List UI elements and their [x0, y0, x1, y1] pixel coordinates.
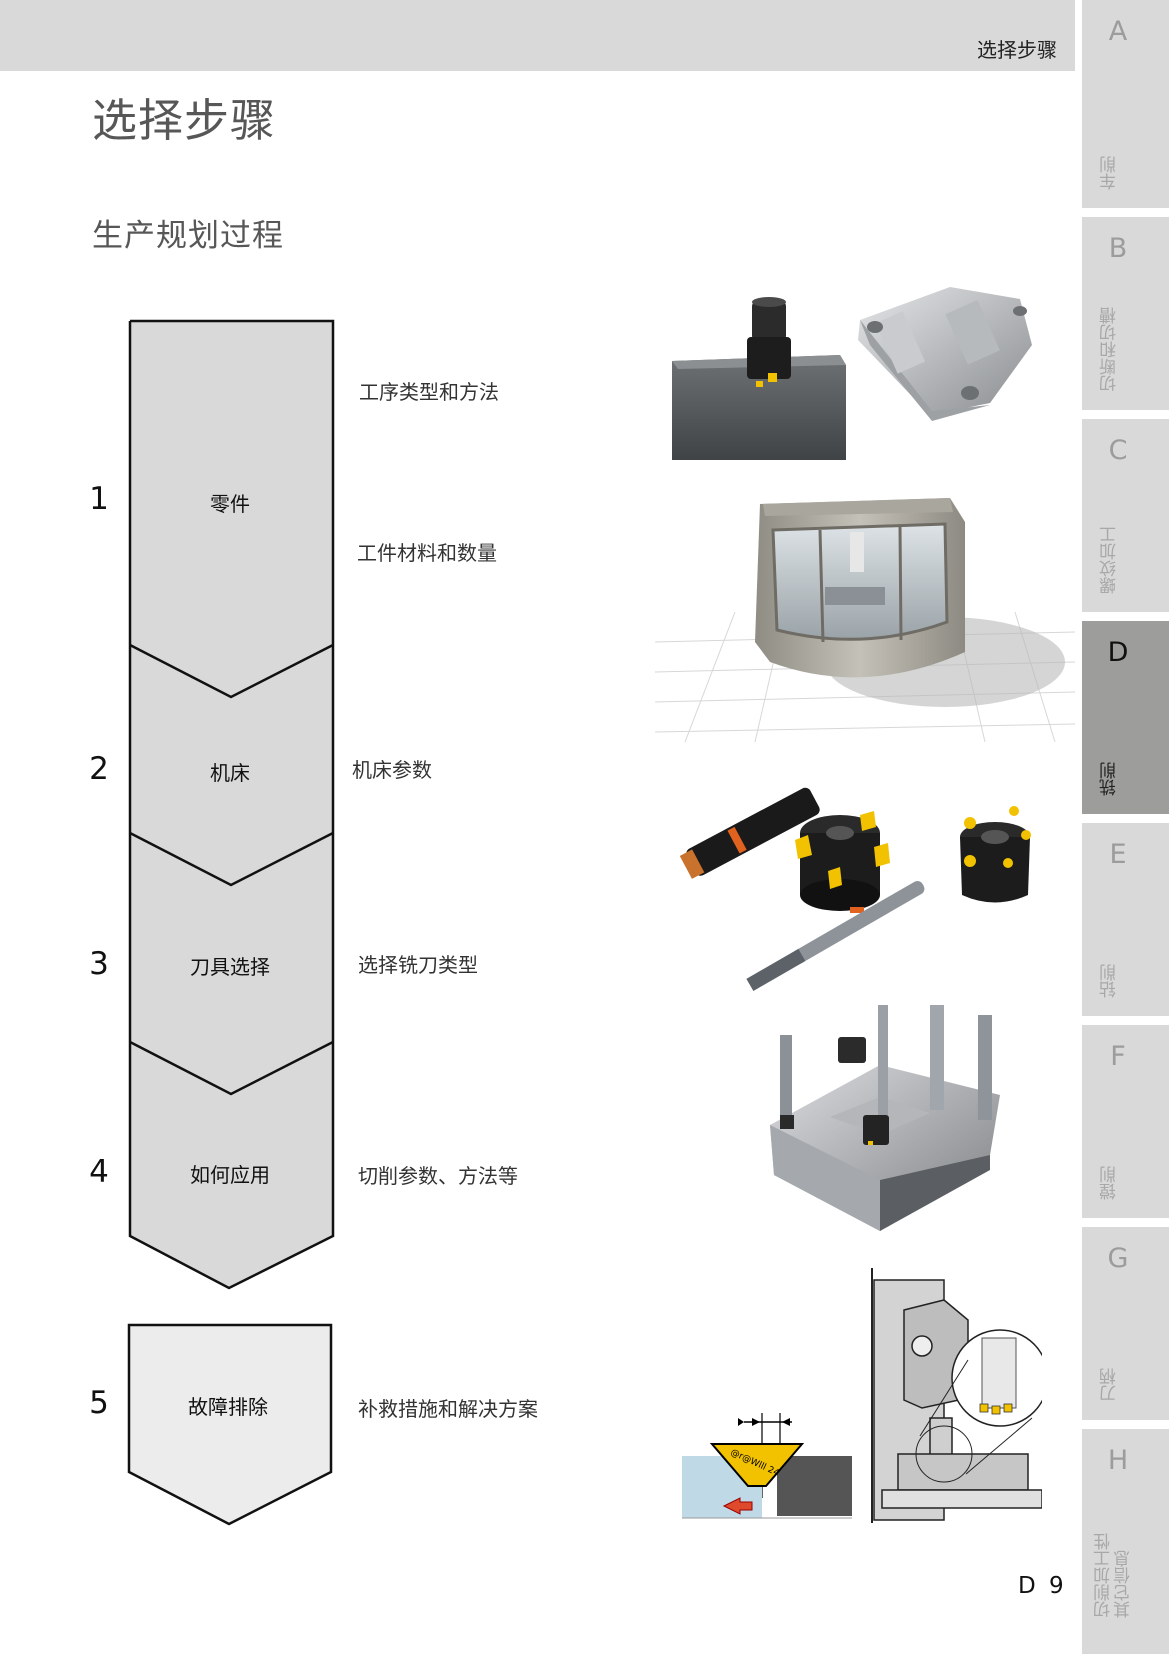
milling-machine-drawing — [871, 1268, 1042, 1523]
step-shape-1 — [130, 321, 333, 697]
tab-name: 刀柄 — [1100, 1368, 1120, 1402]
tab-letter: G — [1107, 1243, 1129, 1274]
tab-letter: C — [1108, 435, 1128, 466]
tab-e-drilling[interactable]: E 钻削 — [1082, 823, 1169, 1016]
tab-c-threading[interactable]: C 螺纹加工 — [1082, 419, 1169, 612]
step-1-description-2: 工件材料和数量 — [357, 541, 497, 565]
header-band: 选择步骤 — [0, 0, 1075, 71]
tab-d-milling[interactable]: D 铣削 — [1082, 621, 1169, 814]
step-label-1: 零件 — [210, 492, 250, 516]
step-shape-4 — [130, 1042, 333, 1288]
step-shape-5 — [127, 1323, 333, 1526]
tab-h-machinability-other[interactable]: H 切削加工性 其它信息 — [1082, 1429, 1169, 1654]
step-shape-2 — [130, 645, 333, 885]
troubleshooting-diagram-image: @r@Wlll 24 — [682, 1268, 1042, 1523]
tab-name: 铣削 — [1100, 762, 1120, 796]
step-number-2: 2 — [89, 751, 109, 787]
tab-letter: A — [1108, 16, 1128, 47]
section-title: 生产规划过程 — [92, 218, 284, 254]
tab-name: 螺纹加工 — [1100, 526, 1120, 594]
step-4-description-1: 切削参数、方法等 — [358, 1164, 518, 1188]
tab-name: 车削 — [1100, 156, 1120, 190]
step-number-1: 1 — [89, 481, 109, 517]
step-number-5: 5 — [89, 1385, 109, 1421]
milling-application-image — [770, 1005, 1000, 1231]
page-number: D 9 — [1018, 1573, 1067, 1599]
tab-f-boring[interactable]: F 镗削 — [1082, 1025, 1169, 1218]
process-flow-diagram — [127, 319, 335, 1526]
chapter-tabs: A 车削 B 切断和切槽 C 螺纹加工 D 铣削 E 钻削 F 镗削 G 刀柄 … — [1082, 0, 1169, 1654]
tab-a-turning[interactable]: A 车削 — [1082, 0, 1169, 208]
step-label-3: 刀具选择 — [190, 955, 270, 979]
tab-letter: E — [1109, 839, 1127, 870]
step-number-4: 4 — [89, 1154, 109, 1190]
tab-name: 钻削 — [1100, 964, 1120, 998]
face-milling-and-component-image — [672, 287, 1032, 460]
step-shape-3 — [130, 833, 333, 1094]
step-number-3: 3 — [89, 946, 109, 982]
tab-name: 镗削 — [1100, 1166, 1120, 1200]
tab-name: 切削加工性 其它信息 — [1094, 1533, 1134, 1618]
insert-wear-diagram: @r@Wlll 24 — [682, 1413, 852, 1519]
tab-name: 切断和切槽 — [1100, 307, 1120, 392]
tab-letter: F — [1110, 1041, 1126, 1072]
step-1-description-1: 工序类型和方法 — [359, 380, 499, 404]
step-label-2: 机床 — [210, 761, 250, 785]
tab-letter: D — [1107, 637, 1129, 668]
tab-b-parting-grooving[interactable]: B 切断和切槽 — [1082, 217, 1169, 410]
step-5-description-1: 补救措施和解决方案 — [358, 1397, 538, 1421]
step-3-description-1: 选择铣刀类型 — [358, 953, 478, 977]
header-title: 选择步骤 — [977, 38, 1057, 62]
machining-center-image — [655, 498, 1075, 742]
tab-g-tool-holding[interactable]: G 刀柄 — [1082, 1227, 1169, 1420]
tab-letter: B — [1108, 233, 1128, 264]
milling-cutters-image — [680, 787, 1031, 991]
step-2-description-1: 机床参数 — [352, 758, 432, 782]
tab-letter: H — [1107, 1445, 1129, 1476]
step-label-5: 故障排除 — [188, 1395, 268, 1419]
page-title: 选择步骤 — [92, 94, 277, 147]
step-label-4: 如何应用 — [190, 1163, 270, 1187]
